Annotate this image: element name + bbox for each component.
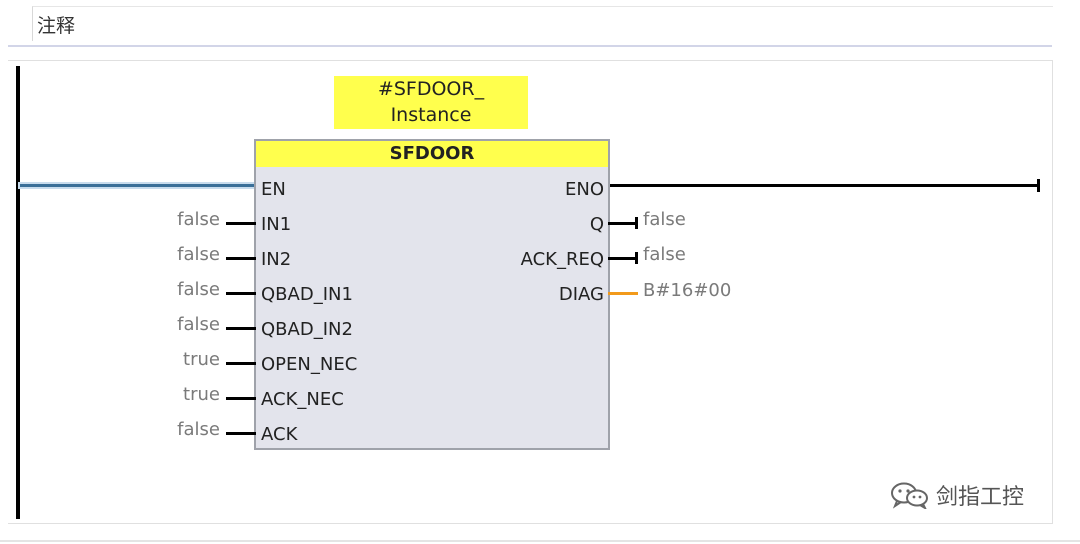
ack-req-value[interactable]: false: [643, 244, 686, 265]
pin-q[interactable]: Q: [589, 214, 604, 235]
diag-wire: [608, 292, 638, 295]
diag-value[interactable]: B#16#00: [643, 280, 732, 301]
pin-open-nec[interactable]: OPEN_NEC: [261, 354, 358, 375]
ack-nec-wire: [226, 397, 256, 400]
open-nec-value[interactable]: true: [183, 349, 220, 370]
q-value[interactable]: false: [643, 209, 686, 230]
pin-qbad-in2[interactable]: QBAD_IN2: [261, 319, 353, 340]
power-rail: [16, 66, 20, 519]
in2-value[interactable]: false: [177, 244, 220, 265]
in1-wire: [226, 222, 256, 225]
q-wire: [608, 222, 638, 225]
qbad-in2-value[interactable]: false: [177, 314, 220, 335]
instance-line-1: #SFDOOR_: [377, 78, 485, 100]
instance-line-2: Instance: [390, 104, 472, 126]
qbad-in1-value[interactable]: false: [177, 279, 220, 300]
ack-req-wire: [608, 257, 638, 260]
pin-qbad-in1[interactable]: QBAD_IN1: [261, 284, 353, 305]
open-nec-wire: [226, 362, 256, 365]
watermark-text: 剑指工控: [936, 485, 1025, 510]
pin-ack-nec[interactable]: ACK_NEC: [261, 389, 344, 410]
in1-value[interactable]: false: [177, 209, 220, 230]
instance-db-label[interactable]: #SFDOOR_ Instance: [334, 76, 528, 129]
qbad-in1-wire: [226, 292, 256, 295]
ack-wire: [226, 432, 256, 435]
q-wire-end: [635, 217, 638, 229]
en-connection-wire[interactable]: [20, 184, 256, 187]
ack-nec-value[interactable]: true: [183, 384, 220, 405]
comment-separator: [8, 45, 1052, 47]
qbad-in2-wire: [226, 327, 256, 330]
in2-wire: [226, 257, 256, 260]
comment-label: 注释: [37, 15, 76, 37]
pin-ack-req[interactable]: ACK_REQ: [520, 249, 604, 270]
function-block-sfdoor[interactable]: SFDOOR EN IN1 IN2 QBAD_IN1 QBAD_IN2 OPEN…: [254, 139, 610, 450]
eno-connection-wire[interactable]: [608, 184, 1040, 187]
pin-eno[interactable]: ENO: [564, 179, 604, 200]
pin-en[interactable]: EN: [261, 179, 286, 200]
network-comment-field[interactable]: 注释: [32, 6, 1053, 41]
pin-diag[interactable]: DIAG: [558, 284, 604, 305]
wechat-icon: [890, 481, 930, 511]
ack-value[interactable]: false: [177, 419, 220, 440]
pin-ack[interactable]: ACK: [261, 424, 298, 445]
pin-in1[interactable]: IN1: [261, 214, 292, 235]
pin-in2[interactable]: IN2: [261, 249, 292, 270]
block-name: SFDOOR: [256, 141, 608, 167]
bottom-separator: [0, 540, 1080, 542]
eno-wire-end: [1037, 179, 1040, 192]
watermark: 剑指工控: [890, 480, 1025, 511]
ack-req-wire-end: [635, 252, 638, 264]
